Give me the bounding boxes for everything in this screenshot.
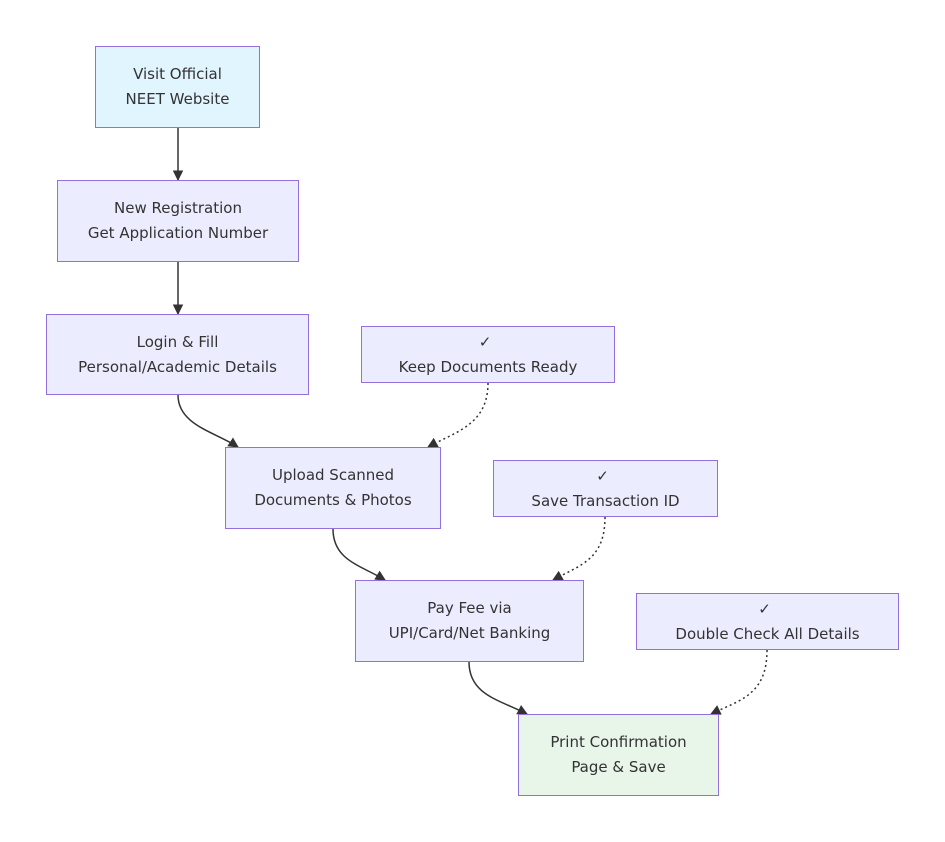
- node-print-confirmation-line2: Page & Save: [571, 758, 666, 776]
- node-visit-website-line1: Visit Official: [133, 65, 222, 83]
- node-login-fill-line1: Login & Fill: [136, 332, 219, 351]
- edge-login-to-upload: [177, 394, 239, 448]
- edge-pay-to-print: [468, 661, 528, 715]
- checkmark-icon: ✓: [596, 466, 609, 485]
- tip-double-check-details: ✓ Double Check All Details: [636, 593, 899, 650]
- tip-double-check-details-label: Double Check All Details: [675, 624, 860, 643]
- node-visit-website-line2: NEET Website: [125, 90, 230, 108]
- node-login-fill: Login & Fill Personal/Academic Details: [46, 314, 309, 395]
- node-print-confirmation-line1: Print Confirmation: [550, 733, 687, 751]
- tip-keep-documents-ready: ✓ Keep Documents Ready: [361, 326, 615, 383]
- tip-save-transaction-id: ✓ Save Transaction ID: [493, 460, 718, 517]
- node-upload-documents-line1: Upload Scanned: [271, 466, 395, 484]
- node-login-fill-line2: Personal/Academic Details: [78, 357, 277, 376]
- tip-save-transaction-id-label: Save Transaction ID: [531, 491, 680, 510]
- node-print-confirmation: Print Confirmation Page & Save: [518, 714, 719, 796]
- tip-keep-documents-ready-label: Keep Documents Ready: [398, 357, 578, 376]
- edge-details-to-print: [710, 649, 768, 715]
- node-upload-documents-line2: Documents & Photos: [254, 491, 412, 509]
- edge-documents-to-upload: [427, 382, 489, 448]
- node-pay-fee-line2: UPI/Card/Net Banking: [388, 624, 551, 642]
- edge-upload-to-pay: [332, 528, 386, 581]
- checkmark-icon: ✓: [758, 599, 771, 618]
- node-visit-website: Visit Official NEET Website: [95, 46, 260, 128]
- node-upload-documents: Upload Scanned Documents & Photos: [225, 447, 441, 529]
- edge-transaction-to-pay: [552, 516, 606, 581]
- checkmark-icon: ✓: [478, 332, 492, 351]
- node-new-registration: New Registration Get Application Number: [57, 180, 299, 262]
- node-new-registration-line1: New Registration: [114, 199, 242, 217]
- node-pay-fee: Pay Fee via UPI/Card/Net Banking: [355, 580, 584, 662]
- node-pay-fee-line1: Pay Fee via: [427, 599, 512, 617]
- node-new-registration-line2: Get Application Number: [87, 224, 269, 242]
